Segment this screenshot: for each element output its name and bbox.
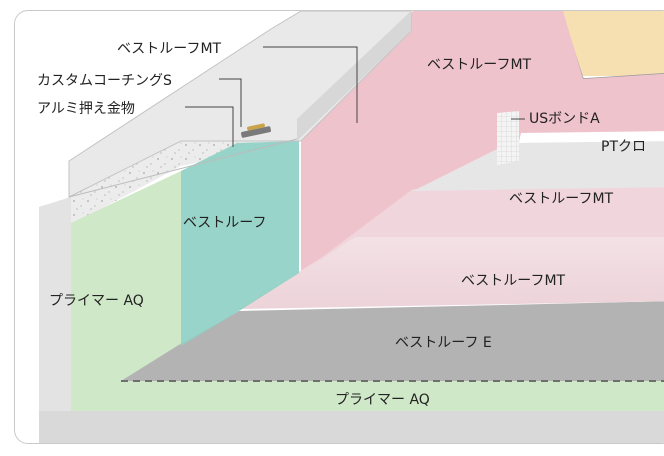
label-us-bond: USボンドA [529,111,600,127]
back-wall [561,11,664,76]
waterproofing-layer-diagram: ベストルーフMT カスタムコーチングS アルミ押え金物 ベストルーフMT USボ… [37,11,664,443]
label-pt-cloth: PTクロ [601,139,646,155]
label-primer-floor: プライマー AQ [335,392,430,408]
bestroof-mt-lower-layer [239,237,664,309]
label-aluminum-bar: アルミ押え金物 [37,101,135,117]
callout-line-custom-coating [219,78,242,127]
diagram-frame: ベストルーフMT カスタムコーチングS アルミ押え金物 ベストルーフMT USボ… [14,10,664,444]
bestroof-teal-layer [181,141,299,346]
label-bestroof-e: ベストルーフ E [395,335,492,351]
label-primer-wall: プライマー AQ [49,293,144,309]
sealant-bead [247,123,265,131]
label-bestroof-mt-upper: ベストルーフMT [509,191,614,207]
concrete-base [39,411,664,443]
label-bestroof-mt-wall: ベストルーフMT [427,57,532,73]
pt-cloth-grid [497,111,519,165]
label-bestroof-mt-callout: ベストルーフMT [117,41,222,57]
callout-line-bestroof-mt [263,46,358,123]
label-bestroof-mt-lower: ベストルーフMT [461,273,566,289]
coping-block [68,11,412,198]
label-custom-coating: カスタムコーチングS [37,73,172,89]
pt-cloth-floor [413,141,664,191]
coping-front [297,11,411,141]
label-bestroof-wall: ベストルーフ [183,215,266,231]
callout-line-aluminum [185,106,234,147]
concrete-left-wall [39,197,71,441]
bestroof-mt-upper-layer [301,187,664,273]
bestroof-e-layer [121,301,664,381]
aluminum-bar [240,126,272,138]
